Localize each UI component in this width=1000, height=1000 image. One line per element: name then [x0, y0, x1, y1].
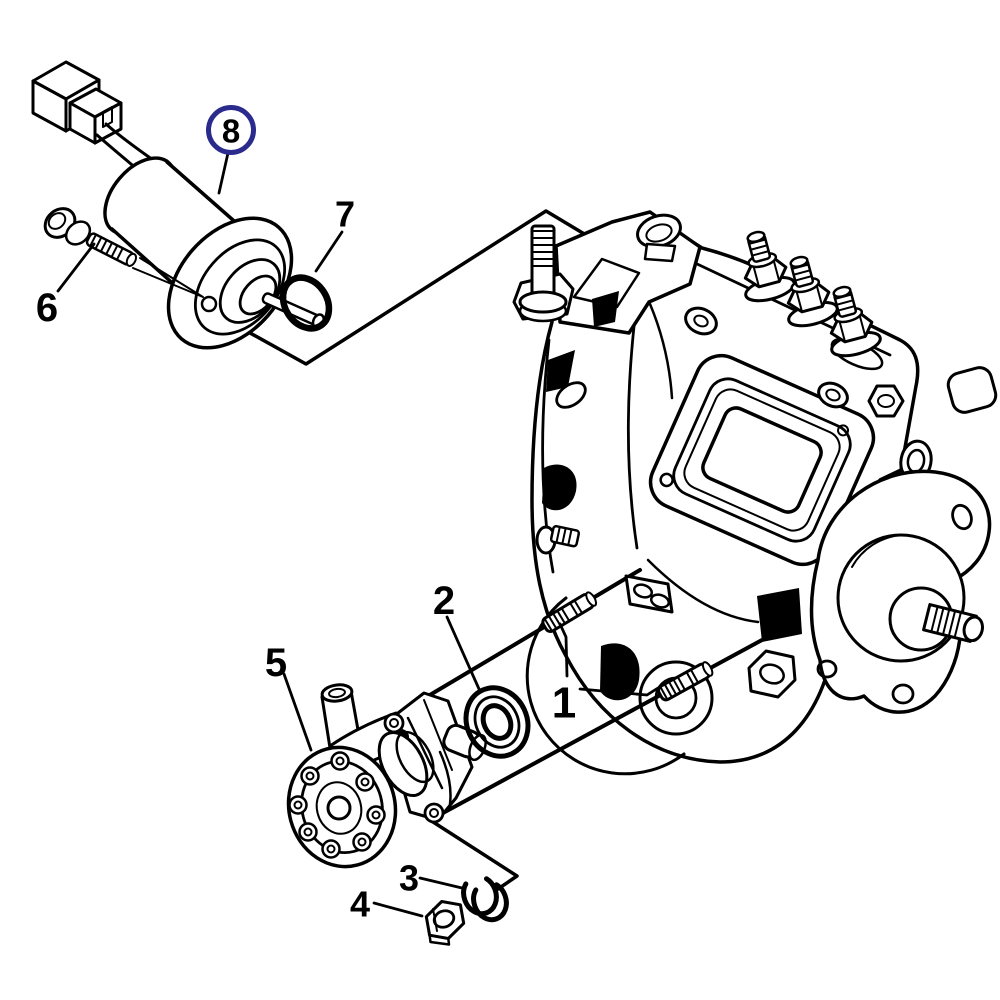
stop-solenoid-assembly — [31, 60, 333, 350]
leader-3 — [418, 876, 464, 890]
feed-pump-flange — [286, 745, 398, 869]
callout-2: 2 — [433, 579, 455, 623]
o-ring — [279, 274, 333, 332]
flange-bolts — [288, 751, 386, 859]
overflow-valve — [867, 384, 905, 418]
leader-1 — [558, 622, 660, 697]
mounting-bracket — [512, 210, 702, 335]
stud-1a — [541, 591, 598, 633]
callout-8: 8 — [222, 113, 240, 150]
callout-7: 7 — [335, 194, 355, 235]
washer-nut-pointer — [428, 818, 519, 891]
fuel-feed-pump — [286, 683, 487, 869]
drain-plug — [747, 649, 797, 699]
bracket-stud — [518, 224, 568, 323]
leader-6 — [56, 242, 96, 293]
callout-5: 5 — [265, 641, 287, 685]
callout-3: 3 — [399, 858, 419, 899]
delivery-valve-fittings — [743, 230, 884, 371]
leader-8 — [217, 151, 230, 195]
solenoid-bolt — [43, 207, 204, 298]
callout-8-highlight-ring — [206, 105, 256, 155]
callout-1: 1 — [552, 679, 576, 728]
callout-labels: 1 2 3 4 5 6 7 8 — [36, 105, 576, 925]
solenoid-connector — [31, 60, 123, 145]
drive-flange — [809, 469, 992, 714]
lock-washer — [461, 873, 509, 923]
leader-2 — [445, 615, 481, 691]
drive-shaft — [922, 603, 984, 643]
seal-ring — [463, 685, 531, 759]
callout-6: 6 — [36, 286, 58, 330]
callout-leader-lines — [56, 151, 660, 918]
stud-axis-upper — [406, 568, 642, 710]
hex-nut — [424, 900, 466, 946]
callout-4: 4 — [350, 884, 370, 925]
stud-1b — [657, 661, 714, 702]
leader-4 — [372, 901, 424, 918]
inspection-cover — [648, 353, 876, 567]
injection-pump-drawing — [512, 210, 998, 776]
leader-5 — [282, 672, 313, 752]
stop-solenoid — [103, 156, 326, 350]
leader-7 — [314, 230, 344, 273]
